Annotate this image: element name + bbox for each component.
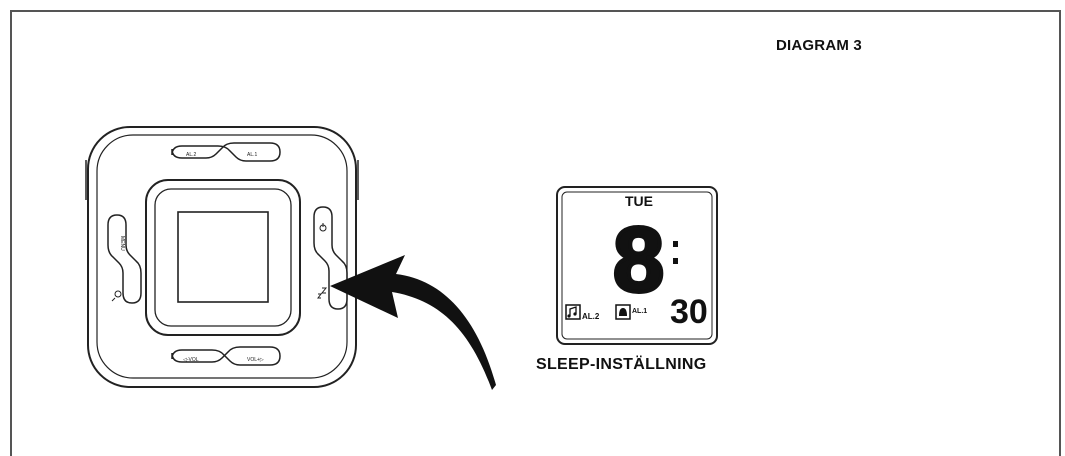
top-button-al2-label: AL.2 — [186, 152, 197, 158]
lcd-day: TUE — [625, 193, 653, 209]
alarm2-music-icon — [565, 304, 581, 320]
lcd-minutes: 30 — [670, 293, 708, 331]
lcd-alarm1-label: AL.1 — [632, 308, 647, 315]
bottom-button-vol-up-label: VOL+▷ — [247, 357, 264, 363]
diagram-frame — [10, 10, 1061, 456]
al2-al1-button-pair — [171, 142, 281, 162]
power-icon — [319, 223, 327, 232]
bottom-buttons[interactable] — [171, 346, 281, 366]
lcd-display — [556, 186, 718, 345]
lcd-hour: 8 — [613, 209, 664, 311]
alarm-clock-device — [85, 126, 359, 388]
device-screen — [177, 211, 269, 303]
left-buttons[interactable] — [107, 214, 142, 304]
top-buttons[interactable] — [171, 142, 281, 162]
device-outer-shell — [87, 126, 357, 388]
diagram-caption: SLEEP-INSTÄLLNING — [536, 356, 707, 373]
lcd-alarm2-label: AL.2 — [582, 312, 600, 321]
lcd-colon — [673, 241, 678, 264]
bottom-button-vol-down-label: ◁-VOL — [183, 357, 199, 363]
top-button-al1-label: AL.1 — [247, 152, 258, 158]
volume-button-pair — [171, 346, 281, 366]
sleep-icon — [317, 287, 328, 299]
snooze-icon — [111, 290, 122, 302]
left-button-menu-label: MENU — [119, 236, 125, 251]
screen-bezel-outer — [145, 179, 301, 336]
right-buttons[interactable] — [313, 206, 348, 310]
device-inner-shell — [96, 134, 348, 379]
curved-arrow-icon — [330, 255, 496, 390]
power-sleep-button-pair — [313, 206, 348, 310]
screen-bezel-inner — [154, 188, 292, 327]
menu-snooze-button-pair — [107, 214, 142, 304]
alarm1-bell-icon — [615, 304, 631, 320]
diagram-title: DIAGRAM 3 — [776, 37, 862, 54]
